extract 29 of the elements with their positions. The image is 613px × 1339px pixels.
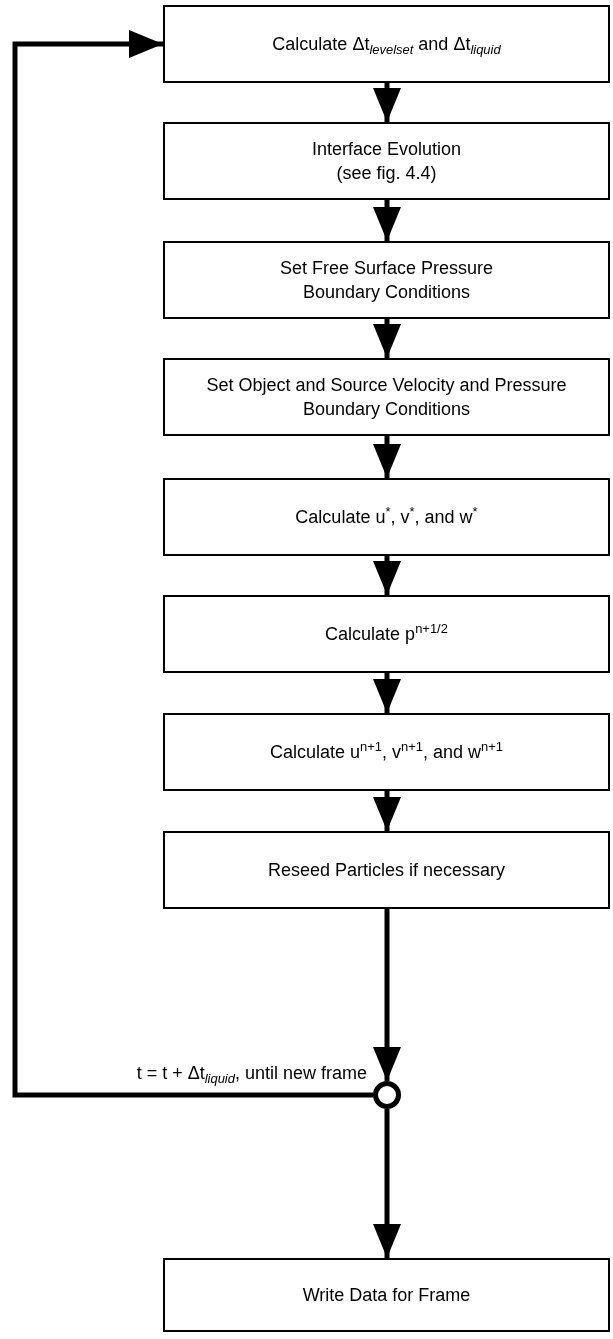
process-box: [163, 595, 610, 673]
box-text: Interface Evolution (see fig. 4.4): [310, 137, 463, 185]
box-text: Calculate u$^{*}$, v$^{*}$, and w$^{*}$: [295, 504, 478, 529]
process-box: [163, 713, 610, 791]
box-text: Calculate p$^{n+1/2}$: [325, 621, 448, 646]
arrow: [373, 436, 401, 478]
arrow: [12, 30, 373, 1098]
process-box: [163, 358, 610, 436]
box-text: Set Object and Source Velocity and Pressure Boundary Conditions: [205, 373, 568, 421]
process-box: [163, 5, 610, 83]
arrow: [373, 319, 401, 358]
process-box: [163, 1258, 610, 1332]
process-box: [163, 241, 610, 319]
box-text: Calculate u$^{n+1}$, v$^{n+1}$, and w$^{n+1}$: [269, 739, 504, 764]
arrow: [373, 556, 401, 595]
box-text: Reseed Particles if necessary: [267, 858, 506, 882]
arrow: [373, 791, 401, 831]
junction-circle: [373, 1081, 401, 1109]
process-box: [163, 122, 610, 200]
arrow: [373, 673, 401, 713]
box-text: Calculate Δt$_{levelset}$ and Δt$_{liquid}$: [272, 32, 501, 57]
arrow: [373, 83, 401, 122]
box-text: Write Data for Frame: [302, 1283, 471, 1307]
process-box: [163, 478, 610, 556]
arrow: [373, 200, 401, 241]
arrow: [373, 909, 401, 1081]
process-box: [163, 831, 610, 909]
box-text: Set Free Surface Pressure Boundary Conditions: [278, 256, 495, 304]
arrow: [373, 1109, 401, 1258]
